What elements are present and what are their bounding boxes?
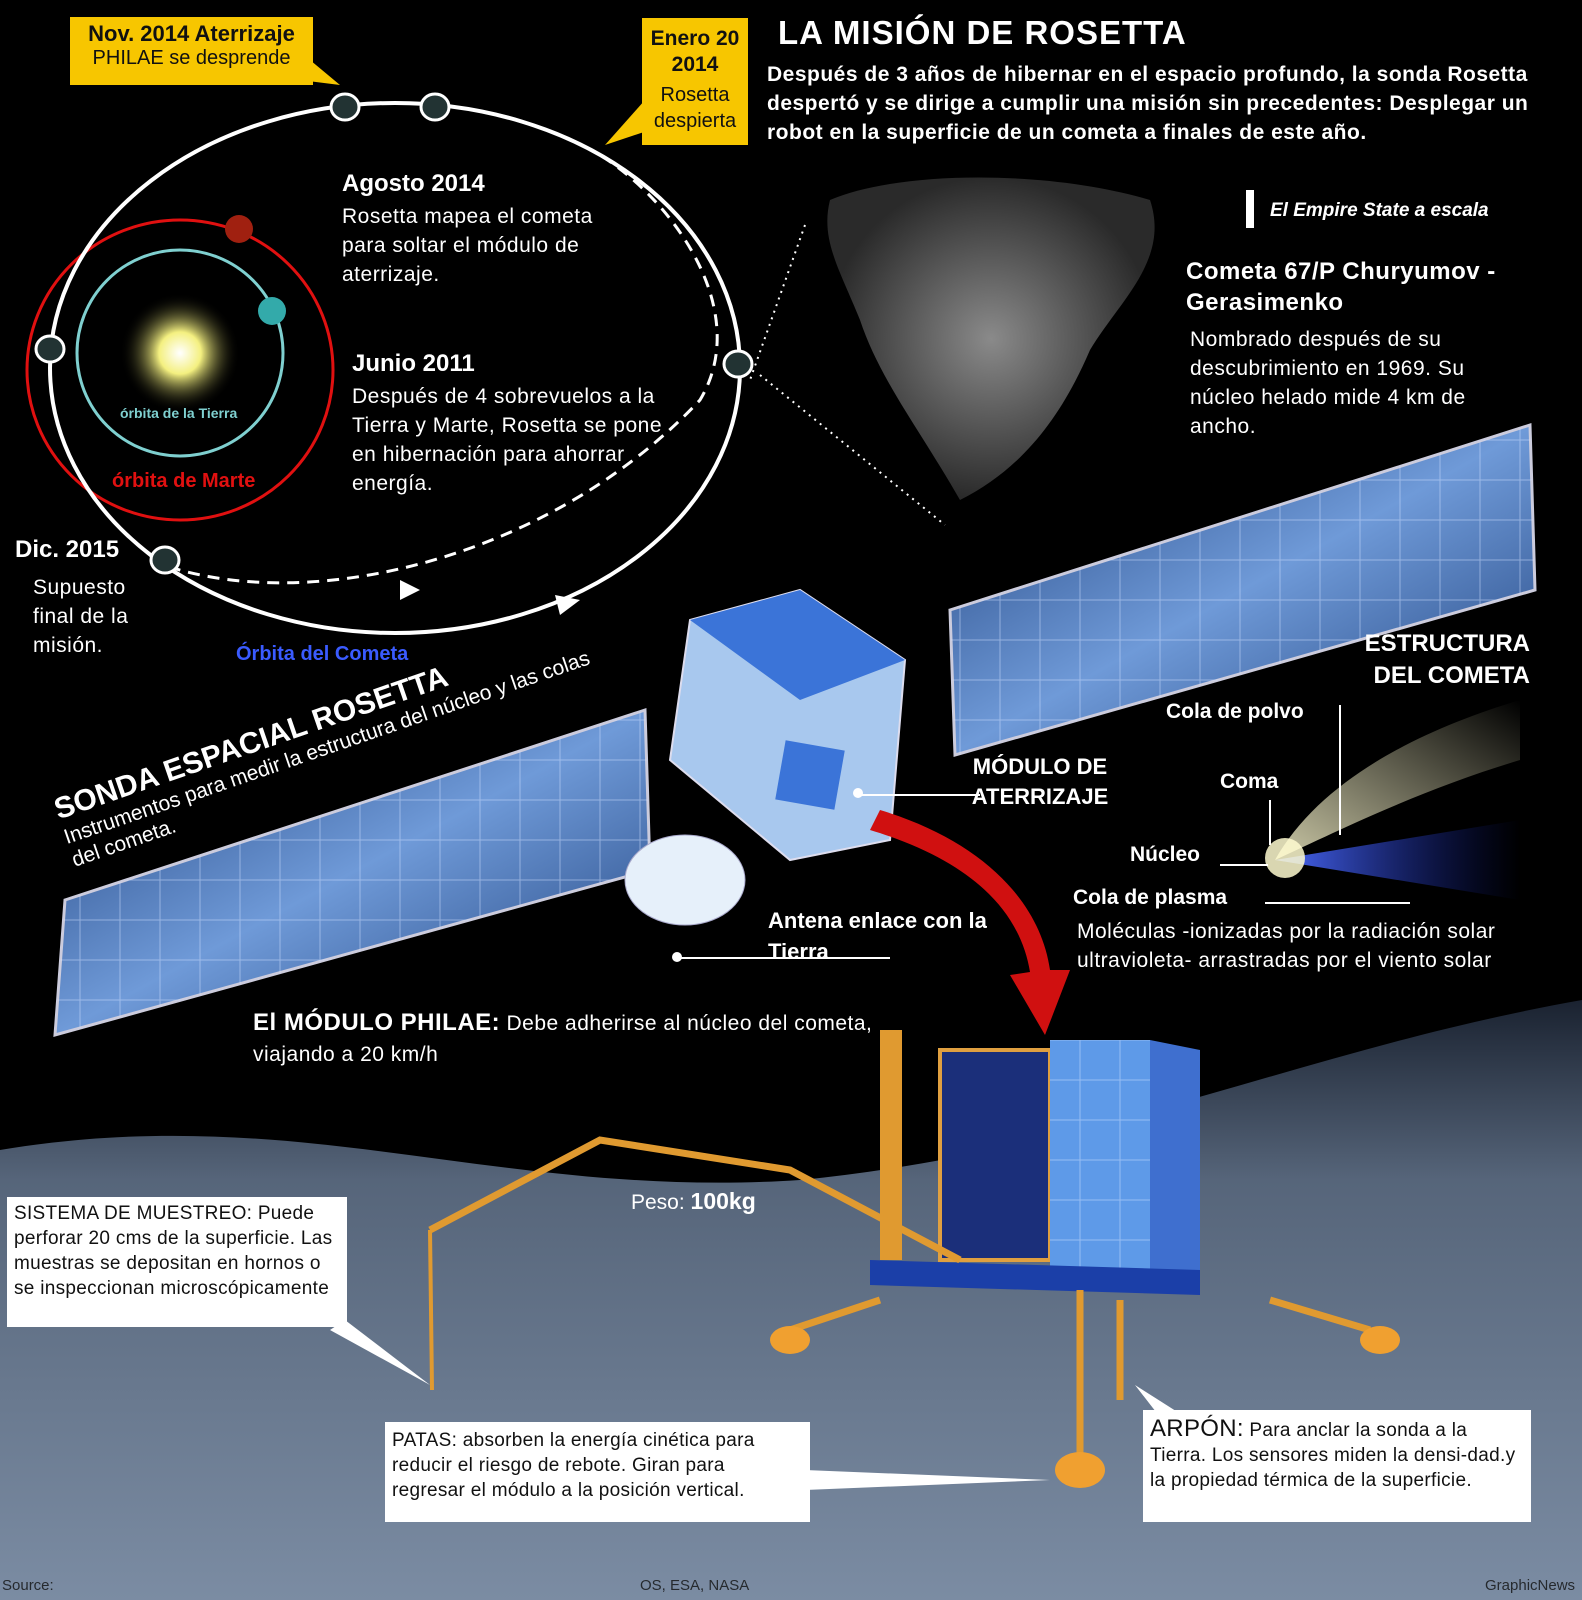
callout-enero-2014: Enero 20 2014 Rosetta despierta	[642, 18, 748, 145]
comet-markers	[34, 92, 754, 575]
harpoon-text: Para anclar la sonda a la Tierra. Los se…	[1150, 1420, 1516, 1491]
credit-publisher: GraphicNews	[1485, 1577, 1576, 1594]
sun	[120, 293, 240, 413]
junio-2011-text: Después de 4 sobrevuelos a la Tierra y M…	[352, 385, 663, 495]
mars-orbit-label: órbita de Marte	[112, 470, 256, 492]
lander-module-label: MÓDULO DE ATERRIZAJE	[971, 754, 1109, 809]
callout-title: Nov. 2014 Aterrizaje	[88, 21, 295, 46]
comet-orbit-label: Órbita del Cometa	[236, 643, 409, 665]
weight-label: Peso:	[631, 1191, 685, 1214]
dust-tail	[1275, 700, 1520, 860]
intro-text: Después de 3 años de hibernar en el espa…	[767, 63, 1529, 144]
comet-structure-title: ESTRUCTURA DEL COMETA	[1364, 630, 1530, 689]
empire-state-scale-label: El Empire State a escala	[1270, 200, 1489, 221]
harpoon-title: ARPÓN:	[1150, 1415, 1244, 1442]
callout-nov-2014: Nov. 2014 Aterrizaje PHILAE se desprende	[70, 17, 313, 85]
dic-2015-text: Supuesto final de la misión.	[33, 576, 129, 657]
weight-value: 100kg	[690, 1188, 756, 1214]
credit-agencies: OS, ESA, NASA	[640, 1577, 750, 1594]
junio-2011-title: Junio 2011	[352, 350, 475, 377]
comet-description: Nombrado después de su descubrimiento en…	[1190, 328, 1466, 438]
philae-description: El MÓDULO PHILAE: Debe adherirse al núcl…	[253, 1007, 873, 1070]
earth	[258, 297, 286, 325]
coma	[1265, 838, 1305, 878]
callout-text: PHILAE se desprende	[92, 47, 291, 69]
callout-text: Rosetta despierta	[653, 84, 737, 132]
rosetta-trajectory	[149, 138, 719, 585]
weight: Peso: 100kg	[631, 1188, 756, 1215]
comet-nucleus-image	[827, 177, 1155, 500]
sampling-system-box: SISTEMA DE MUESTREO: Puede perforar 20 c…	[7, 1197, 347, 1327]
page-title: LA MISIÓN DE ROSETTA	[778, 14, 1187, 51]
harpoon-box: ARPÓN: Para anclar la sonda a la Tierra.…	[1143, 1410, 1531, 1522]
mars-orbit	[25, 218, 335, 522]
philae-lander	[428, 1030, 1400, 1488]
plasma-tail	[1275, 820, 1520, 900]
plasma-tail-description: Moléculas -ionizadas por la radiación so…	[1077, 920, 1496, 972]
dic-2015-title: Dic. 2015	[15, 536, 120, 563]
comet-name: Cometa 67/P Churyumov -Gerasimenko	[1186, 258, 1496, 316]
philae-title: El MÓDULO PHILAE:	[253, 1009, 501, 1036]
philae-text: Debe adherirse al núcleo del cometa, via…	[253, 1012, 873, 1066]
coma-label: Coma	[1220, 770, 1279, 793]
earth-orbit-label: órbita de la Tierra	[120, 405, 238, 421]
legs-box: PATAS: absorben la energía cinética para…	[385, 1422, 810, 1522]
dust-tail-label: Cola de polvo	[1166, 700, 1304, 723]
credit-source: Source:	[2, 1577, 54, 1594]
nucleus-label: Núcleo	[1130, 843, 1201, 866]
empire-state-icon	[1246, 190, 1254, 228]
antenna-label: Antena enlace con la Tierra	[768, 908, 987, 964]
agosto-2014-title: Agosto 2014	[342, 170, 485, 197]
mars	[225, 215, 253, 243]
earth-orbit	[75, 248, 285, 458]
callout-title: Enero 20 2014	[650, 27, 740, 76]
plasma-tail-label: Cola de plasma	[1073, 886, 1228, 909]
agosto-2014-text: Rosetta mapea el cometa para soltar el m…	[342, 205, 593, 286]
antenna-dish	[624, 834, 746, 926]
red-arrow	[870, 810, 1070, 1035]
